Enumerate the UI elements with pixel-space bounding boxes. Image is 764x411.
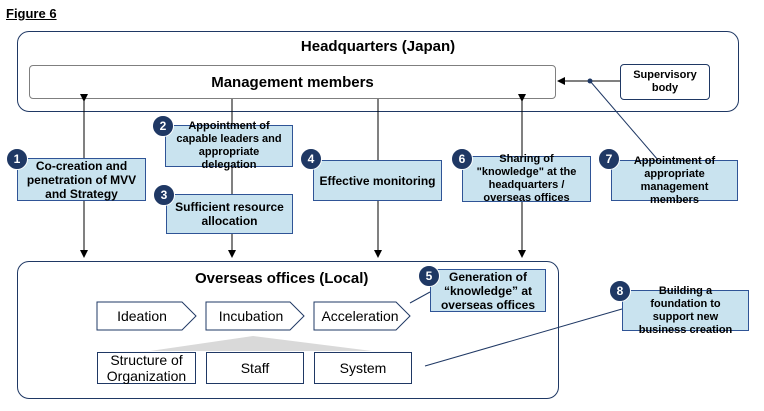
- stage-incubation-shape: [205, 301, 305, 331]
- callout-7-pointer: [589, 80, 659, 161]
- figure-label: Figure 6: [6, 6, 57, 21]
- callout-5-pointer: [409, 291, 431, 304]
- overseas-title: Overseas offices (Local): [195, 270, 369, 287]
- callout-1-badge: 1: [6, 148, 28, 170]
- management-members-box: Management members: [29, 65, 556, 99]
- foundation-structure: Structure of Organization: [97, 352, 196, 384]
- callout-5: Generation of “knowledge” at overseas of…: [430, 269, 546, 312]
- stage-incubation: Incubation: [218, 308, 284, 324]
- stage-acceleration: Acceleration: [321, 308, 399, 324]
- callout-4: Effective monitoring: [313, 160, 442, 201]
- stage-acceleration-shape: [313, 301, 411, 331]
- foundation-shape: [150, 336, 372, 351]
- callout-6: Sharing of "knowledge" at the headquarte…: [462, 153, 591, 204]
- headquarters-title: Headquarters (Japan): [300, 37, 456, 55]
- callout-4-badge: 4: [300, 148, 322, 170]
- callout-3: Sufficient resource allocation: [166, 194, 293, 234]
- callout-6-badge: 6: [451, 148, 473, 170]
- callout-1: Co-creation and penetration of MVV and S…: [17, 158, 146, 201]
- callout-8-pointer: [424, 308, 623, 367]
- callout-8-badge: 8: [609, 280, 631, 302]
- callout-8: Building a foundation to support new bus…: [622, 285, 749, 336]
- stage-ideation: Ideation: [117, 308, 167, 324]
- foundation-staff: Staff: [206, 352, 304, 384]
- stage-ideation-shape: [96, 301, 197, 331]
- callout-2: Appointment of capable leaders and appro…: [165, 120, 293, 171]
- callout-5-badge: 5: [418, 265, 440, 287]
- foundation-system: System: [314, 352, 412, 384]
- supervisory-body-box: Supervisory body: [620, 64, 710, 100]
- callout-7-badge: 7: [598, 148, 620, 170]
- callout-7: Appointment of appropriate management me…: [611, 155, 738, 206]
- callout-3-badge: 3: [153, 184, 175, 206]
- callout-2-badge: 2: [152, 115, 174, 137]
